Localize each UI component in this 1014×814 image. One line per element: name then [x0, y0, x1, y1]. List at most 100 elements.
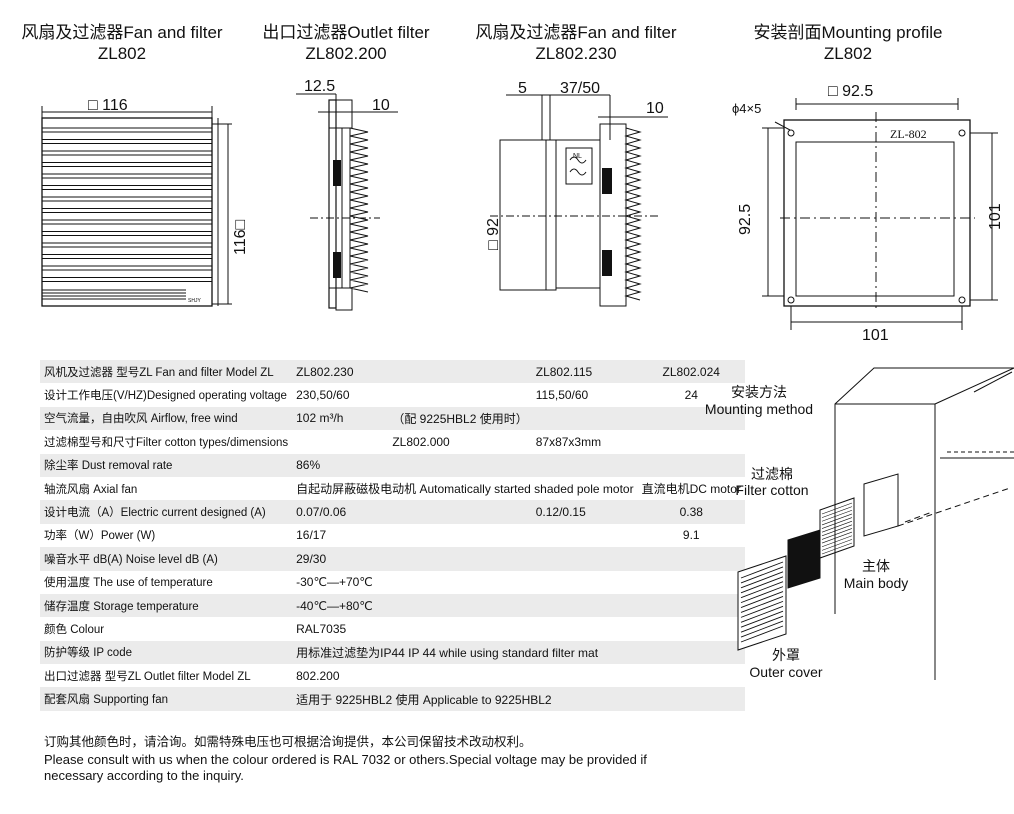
spec-value: 0.38	[637, 500, 745, 524]
spec-row: 风机及过滤器 型号ZL Fan and filter Model ZL ZL802…	[40, 360, 745, 384]
spec-label: 轴流风扇 Axial fan	[40, 476, 293, 501]
spec-value	[531, 547, 638, 571]
spec-value	[292, 430, 389, 454]
d1-brand-label: SHJY	[188, 298, 201, 304]
spec-value	[637, 430, 745, 454]
spec-value	[637, 593, 745, 618]
spec-value	[637, 547, 745, 571]
spec-value: 自起动屏蔽磁极电动机 Automatically started shaded …	[292, 476, 638, 501]
spec-value: 0.12/0.15	[531, 500, 638, 524]
spec-value: 直流电机DC motor	[637, 476, 745, 501]
spec-value: ZL802.024	[637, 360, 745, 384]
spec-value	[388, 523, 532, 548]
spec-value: 802.200	[292, 664, 389, 688]
d3-b-label: 37/50	[560, 80, 600, 97]
spec-value	[388, 383, 532, 407]
spec-row: 设计电流（A）Electric current designed (A)0.07…	[40, 500, 745, 524]
spec-value: ZL802.000	[388, 430, 532, 454]
note-english-line2: necessary according to the inquiry.	[44, 768, 244, 783]
spec-label: 储存温度 Storage temperature	[40, 593, 293, 618]
spec-value	[637, 617, 745, 641]
spec-label: 配套风扇 Supporting fan	[40, 687, 293, 711]
d2-top-label: 12.5	[304, 78, 335, 95]
title-fan-filter-zl802: 风扇及过滤器Fan and filter ZL802	[6, 22, 238, 64]
spec-value: 9.1	[637, 523, 745, 548]
title-fan-filter-zl802-230: 风扇及过滤器Fan and filter ZL802.230	[458, 22, 694, 64]
outer-cover-label: 外罩 Outer cover	[736, 647, 836, 681]
spec-value: 24	[637, 383, 745, 407]
spec-label: 空气流量，自由吹风 Airflow, free wind	[40, 406, 293, 431]
spec-value	[531, 617, 638, 641]
spec-value: 102 m³/h	[292, 406, 389, 431]
spec-value	[388, 570, 532, 594]
spec-value	[637, 687, 745, 711]
spec-row: 功率（W）Power (W)16/17 9.1	[40, 523, 745, 548]
d2-right-label: 10	[372, 97, 390, 114]
title-line1: 安装剖面Mounting profile	[753, 23, 943, 42]
spec-value: （配 9225HBL2 使用时）	[388, 406, 532, 431]
d4-left-label: 92.5	[737, 204, 754, 235]
spec-label: 过滤棉型号和尺寸Filter cotton types/dimensions	[40, 430, 293, 454]
spec-value	[531, 570, 638, 594]
d4-right-label: 101	[987, 203, 1004, 230]
spec-label: 功率（W）Power (W)	[40, 523, 293, 548]
spec-value	[388, 500, 532, 524]
filter-cotton-label: 过滤棉 Filter cotton	[712, 466, 832, 498]
d1-height-label: 116□	[232, 219, 249, 255]
mounting-method-cn: 安装方法	[731, 384, 787, 400]
d4-top-label: □ 92.5	[828, 83, 873, 100]
spec-value: 16/17	[292, 523, 389, 548]
spec-label: 噪音水平 dB(A) Noise level dB (A)	[40, 547, 293, 571]
spec-label: 除尘率 Dust removal rate	[40, 453, 293, 477]
spec-value: -40℃—+80℃	[292, 593, 389, 618]
mounting-method-label: 安装方法 Mounting method	[684, 384, 834, 418]
d3-c-label: 10	[646, 100, 664, 117]
title-line1: 风扇及过滤器Fan and filter	[475, 23, 677, 42]
spec-value: 29/30	[292, 547, 389, 571]
spec-value	[388, 547, 532, 571]
spec-table: 风机及过滤器 型号ZL Fan and filter Model ZL ZL802…	[40, 360, 745, 711]
d3-a-label: 5	[518, 80, 527, 97]
title-mounting-profile: 安装剖面Mounting profile ZL802	[740, 22, 956, 64]
filter-cotton-cn: 过滤棉	[751, 466, 793, 482]
d4-hole-label: ϕ4×5	[732, 101, 761, 116]
d3-nl-label: NL	[573, 153, 582, 160]
spec-value: ZL802.115	[531, 360, 638, 384]
main-body-label: 主体 Main body	[834, 558, 918, 592]
d4-model-label: ZL-802	[890, 127, 927, 141]
d4-bottom-label: 101	[862, 327, 889, 344]
outer-cover-en: Outer cover	[749, 664, 823, 680]
spec-value: 230,50/60	[292, 383, 389, 407]
front-view-drawing: □ 116 116□ SHJY	[41, 97, 249, 307]
spec-row: 噪音水平 dB(A) Noise level dB (A)29/30	[40, 547, 745, 571]
spec-value: 用标准过滤垫为IP44 IP 44 while using standard f…	[292, 640, 638, 665]
spec-value	[637, 640, 745, 665]
spec-value	[388, 664, 532, 688]
filter-cotton-en: Filter cotton	[735, 482, 809, 498]
note-chinese: 订购其他颜色时，请洽询。如需特殊电压也可根据洽询提供，本公司保留技术改动权利。	[44, 735, 532, 749]
main-body-en: Main body	[843, 575, 909, 591]
spec-value: 0.07/0.06	[292, 500, 389, 524]
title-line2: ZL802	[97, 44, 147, 63]
spec-label: 出口过滤器 型号ZL Outlet filter Model ZL	[40, 664, 293, 688]
spec-label: 使用温度 The use of temperature	[40, 570, 293, 594]
title-line2: ZL802.200	[305, 44, 387, 63]
spec-value	[637, 664, 745, 688]
spec-value	[531, 406, 638, 431]
fan-filter-230-side-drawing: 5 37/50 10 NL □ 92	[485, 80, 668, 307]
spec-value	[531, 593, 638, 618]
spec-value: 86%	[292, 453, 389, 477]
spec-value	[637, 406, 745, 431]
title-line1: 出口过滤器Outlet filter	[262, 23, 430, 42]
title-line2: ZL802	[823, 44, 873, 63]
spec-value	[531, 664, 638, 688]
spec-label: 风机及过滤器 型号ZL Fan and filter Model ZL	[40, 360, 293, 384]
title-line2: ZL802.230	[535, 44, 617, 63]
mounting-profile-drawing: □ 92.5 ϕ4×5 ZL-802 92.5 101 101	[732, 83, 1004, 344]
